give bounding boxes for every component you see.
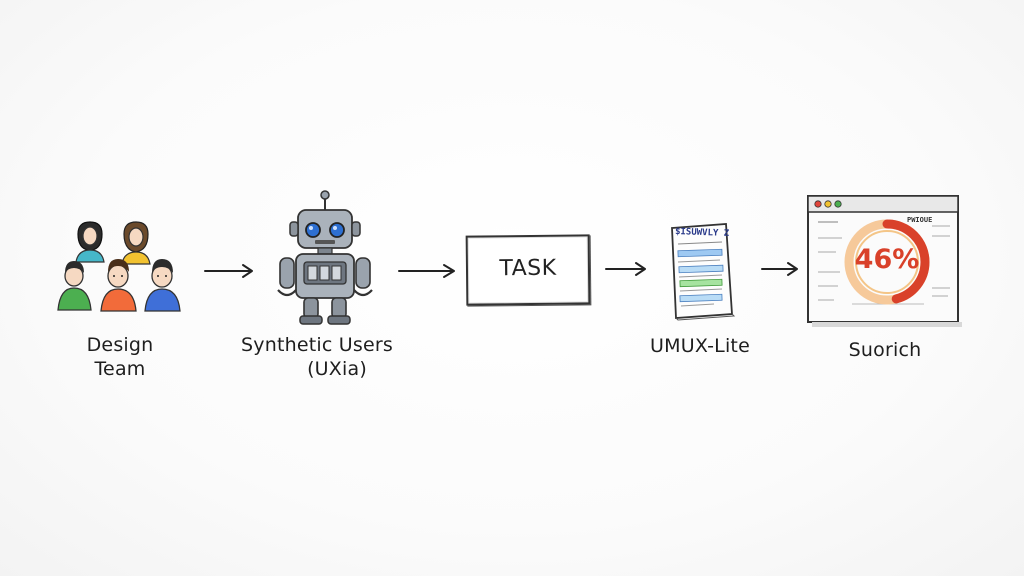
umux-lite-label-line-1: UMUX-Lite bbox=[650, 335, 750, 357]
browser-tag: PWIOUE bbox=[907, 216, 933, 224]
result-label: Suorich bbox=[820, 338, 950, 362]
arrow-icon bbox=[398, 264, 455, 278]
synthetic-users-label-line-1: Synthetic Users bbox=[241, 334, 393, 356]
synthetic-users-label: Synthetic Users (UXia) bbox=[232, 333, 402, 381]
design-team-label: Design Team bbox=[70, 333, 170, 381]
design-team-label-line-2: Team bbox=[94, 358, 146, 380]
arrow-icon bbox=[761, 262, 798, 276]
design-team-label-line-1: Design bbox=[86, 334, 154, 356]
survey-heading: $ISUWVLY Z bbox=[674, 227, 730, 239]
people-group-icon bbox=[57, 221, 181, 312]
task-box: TASK bbox=[465, 234, 591, 306]
umux-lite-label: UMUX-Lite bbox=[630, 334, 770, 358]
arrow-icon bbox=[204, 264, 253, 278]
arrow-icon bbox=[605, 262, 646, 276]
survey-document-icon bbox=[671, 223, 736, 321]
score-gauge-arc bbox=[844, 219, 930, 305]
task-label: TASK bbox=[499, 255, 557, 282]
synthetic-users-label-line-2: (UXia) bbox=[307, 358, 367, 380]
browser-gauge-icon bbox=[807, 195, 962, 327]
result-label-line-1: Suorich bbox=[848, 339, 922, 361]
robot-icon bbox=[277, 190, 373, 325]
score-value: 46% bbox=[854, 244, 920, 275]
